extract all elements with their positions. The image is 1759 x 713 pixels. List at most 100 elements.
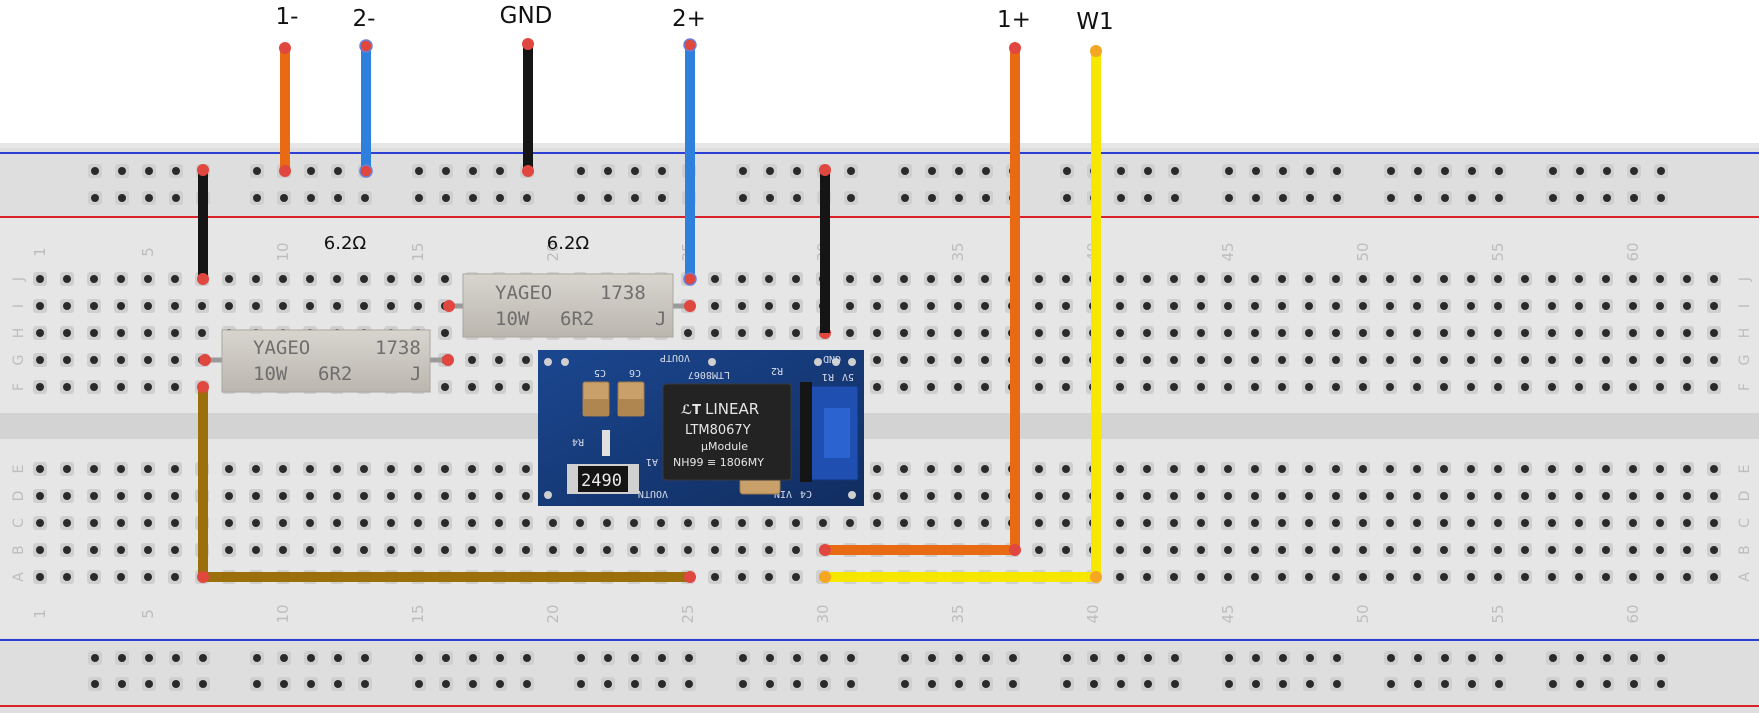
breadboard-hole[interactable] xyxy=(249,299,263,313)
breadboard-hole[interactable] xyxy=(1113,299,1127,313)
breadboard-hole[interactable] xyxy=(1518,543,1532,557)
breadboard-hole[interactable] xyxy=(1627,651,1641,665)
breadboard-hole[interactable] xyxy=(1194,543,1208,557)
breadboard-hole[interactable] xyxy=(1194,570,1208,584)
breadboard-hole[interactable] xyxy=(1573,651,1587,665)
breadboard-hole[interactable] xyxy=(1707,299,1721,313)
breadboard-hole[interactable] xyxy=(1410,353,1424,367)
breadboard-hole[interactable] xyxy=(736,651,750,665)
breadboard-hole[interactable] xyxy=(1383,543,1397,557)
breadboard-hole[interactable] xyxy=(1626,272,1640,286)
breadboard-hole[interactable] xyxy=(303,543,317,557)
breadboard-hole[interactable] xyxy=(898,191,912,205)
breadboard-hole[interactable] xyxy=(951,489,965,503)
breadboard-hole[interactable] xyxy=(250,651,264,665)
breadboard-hole[interactable] xyxy=(1572,462,1586,476)
breadboard-hole[interactable] xyxy=(1140,462,1154,476)
breadboard-hole[interactable] xyxy=(412,191,426,205)
breadboard-hole[interactable] xyxy=(951,326,965,340)
breadboard-hole[interactable] xyxy=(655,164,669,178)
breadboard-hole[interactable] xyxy=(763,191,777,205)
breadboard-hole[interactable] xyxy=(1275,489,1289,503)
breadboard-hole[interactable] xyxy=(33,489,47,503)
breadboard-hole[interactable] xyxy=(1194,272,1208,286)
breadboard-hole[interactable] xyxy=(1113,380,1127,394)
breadboard-hole[interactable] xyxy=(1275,570,1289,584)
breadboard-hole[interactable] xyxy=(1572,489,1586,503)
breadboard-hole[interactable] xyxy=(979,164,993,178)
breadboard-hole[interactable] xyxy=(978,326,992,340)
breadboard-hole[interactable] xyxy=(1383,380,1397,394)
breadboard-hole[interactable] xyxy=(736,164,750,178)
breadboard-hole[interactable] xyxy=(979,191,993,205)
resistor-r2[interactable]: YAGEO 1738 10W 6R2 J xyxy=(449,273,690,338)
breadboard-hole[interactable] xyxy=(1707,570,1721,584)
breadboard-hole[interactable] xyxy=(1410,326,1424,340)
breadboard-hole[interactable] xyxy=(60,272,74,286)
breadboard-hole[interactable] xyxy=(357,516,371,530)
breadboard-hole[interactable] xyxy=(1491,353,1505,367)
breadboard-hole[interactable] xyxy=(1113,272,1127,286)
breadboard-hole[interactable] xyxy=(1653,380,1667,394)
breadboard-hole[interactable] xyxy=(1302,516,1316,530)
breadboard-hole[interactable] xyxy=(843,272,857,286)
breadboard-hole[interactable] xyxy=(1032,462,1046,476)
breadboard-hole[interactable] xyxy=(1356,353,1370,367)
breadboard-hole[interactable] xyxy=(708,299,722,313)
breadboard-hole[interactable] xyxy=(1518,353,1532,367)
breadboard-hole[interactable] xyxy=(1600,164,1614,178)
breadboard-hole[interactable] xyxy=(411,543,425,557)
breadboard-hole[interactable] xyxy=(1464,299,1478,313)
breadboard-hole[interactable] xyxy=(601,677,615,691)
breadboard-hole[interactable] xyxy=(897,353,911,367)
breadboard-hole[interactable] xyxy=(628,651,642,665)
breadboard-hole[interactable] xyxy=(951,380,965,394)
breadboard-hole[interactable] xyxy=(898,677,912,691)
breadboard-hole[interactable] xyxy=(1707,353,1721,367)
breadboard-hole[interactable] xyxy=(1438,191,1452,205)
breadboard-hole[interactable] xyxy=(925,677,939,691)
breadboard-hole[interactable] xyxy=(33,380,47,394)
breadboard-hole[interactable] xyxy=(1707,543,1721,557)
breadboard-hole[interactable] xyxy=(1465,651,1479,665)
breadboard-hole[interactable] xyxy=(1167,326,1181,340)
breadboard-hole[interactable] xyxy=(1221,353,1235,367)
breadboard-hole[interactable] xyxy=(1167,543,1181,557)
breadboard-hole[interactable] xyxy=(1329,326,1343,340)
breadboard-hole[interactable] xyxy=(439,164,453,178)
breadboard-hole[interactable] xyxy=(115,651,129,665)
breadboard-hole[interactable] xyxy=(1491,570,1505,584)
breadboard-hole[interactable] xyxy=(1140,489,1154,503)
breadboard-hole[interactable] xyxy=(222,516,236,530)
breadboard-hole[interactable] xyxy=(330,462,344,476)
breadboard-hole[interactable] xyxy=(1680,570,1694,584)
ltm8067-module[interactable]: VOUTP C5 C6 R2 GND 5V R1 A1 R4 R3 U1 VOU… xyxy=(538,350,864,506)
breadboard-hole[interactable] xyxy=(1518,489,1532,503)
breadboard-hole[interactable] xyxy=(1194,353,1208,367)
breadboard-hole[interactable] xyxy=(1653,489,1667,503)
breadboard-hole[interactable] xyxy=(438,543,452,557)
breadboard-hole[interactable] xyxy=(141,299,155,313)
breadboard-hole[interactable] xyxy=(169,677,183,691)
breadboard-hole[interactable] xyxy=(1572,326,1586,340)
breadboard-hole[interactable] xyxy=(574,651,588,665)
breadboard-hole[interactable] xyxy=(736,677,750,691)
breadboard-hole[interactable] xyxy=(951,462,965,476)
breadboard-hole[interactable] xyxy=(1464,489,1478,503)
breadboard-hole[interactable] xyxy=(1680,489,1694,503)
breadboard-hole[interactable] xyxy=(628,164,642,178)
breadboard-hole[interactable] xyxy=(1599,462,1613,476)
breadboard-hole[interactable] xyxy=(88,191,102,205)
breadboard-hole[interactable] xyxy=(87,489,101,503)
breadboard-hole[interactable] xyxy=(1518,326,1532,340)
breadboard-hole[interactable] xyxy=(681,543,695,557)
breadboard-hole[interactable] xyxy=(87,516,101,530)
breadboard-hole[interactable] xyxy=(33,272,47,286)
breadboard-hole[interactable] xyxy=(466,677,480,691)
breadboard-hole[interactable] xyxy=(87,380,101,394)
breadboard-hole[interactable] xyxy=(708,516,722,530)
breadboard-hole[interactable] xyxy=(951,272,965,286)
breadboard-hole[interactable] xyxy=(493,191,507,205)
breadboard-hole[interactable] xyxy=(978,489,992,503)
breadboard-hole[interactable] xyxy=(951,353,965,367)
